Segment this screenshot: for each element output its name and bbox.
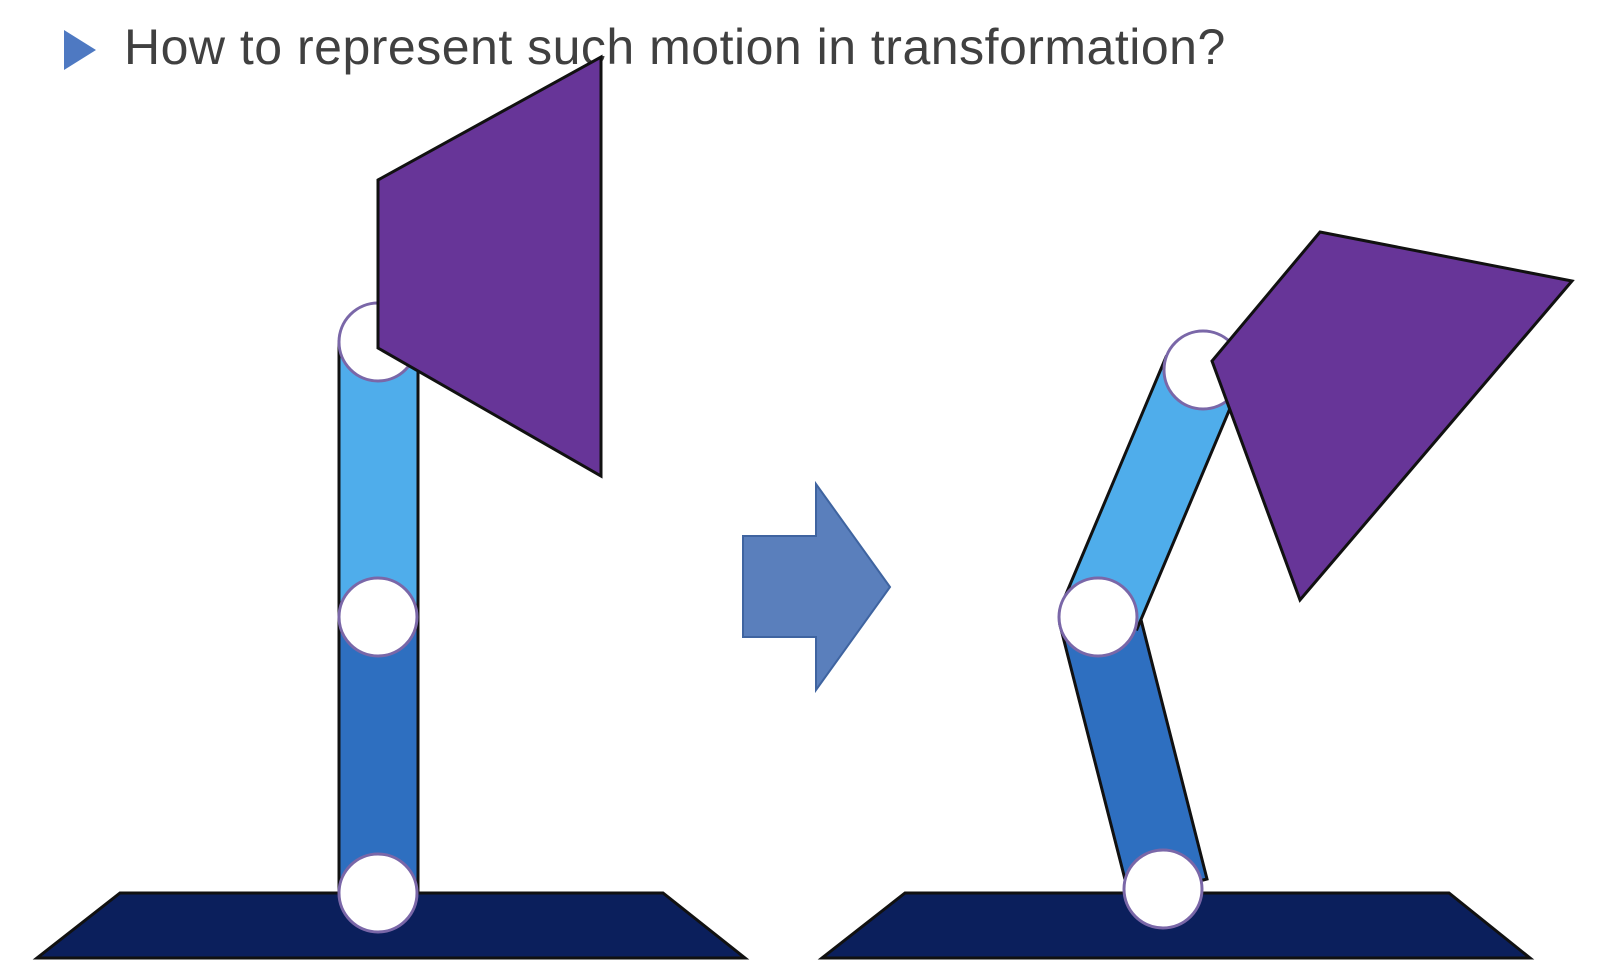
base-joint <box>1122 848 1204 930</box>
lamp-head <box>376 54 603 479</box>
upper-arm <box>337 340 420 615</box>
slide-question-text: How to represent such motion in transfor… <box>124 19 1226 75</box>
lamp-head <box>1210 230 1575 603</box>
triangle-bullet-icon <box>64 30 96 70</box>
bullet-point: How to represent such motion in transfor… <box>0 0 1602 96</box>
elbow-joint <box>337 576 419 658</box>
base-joint <box>337 852 419 934</box>
lamp-original-pose <box>32 54 750 960</box>
right-arrow-icon <box>742 480 892 694</box>
lamp-transformed-pose <box>817 230 1575 960</box>
elbow-joint <box>1057 576 1139 658</box>
